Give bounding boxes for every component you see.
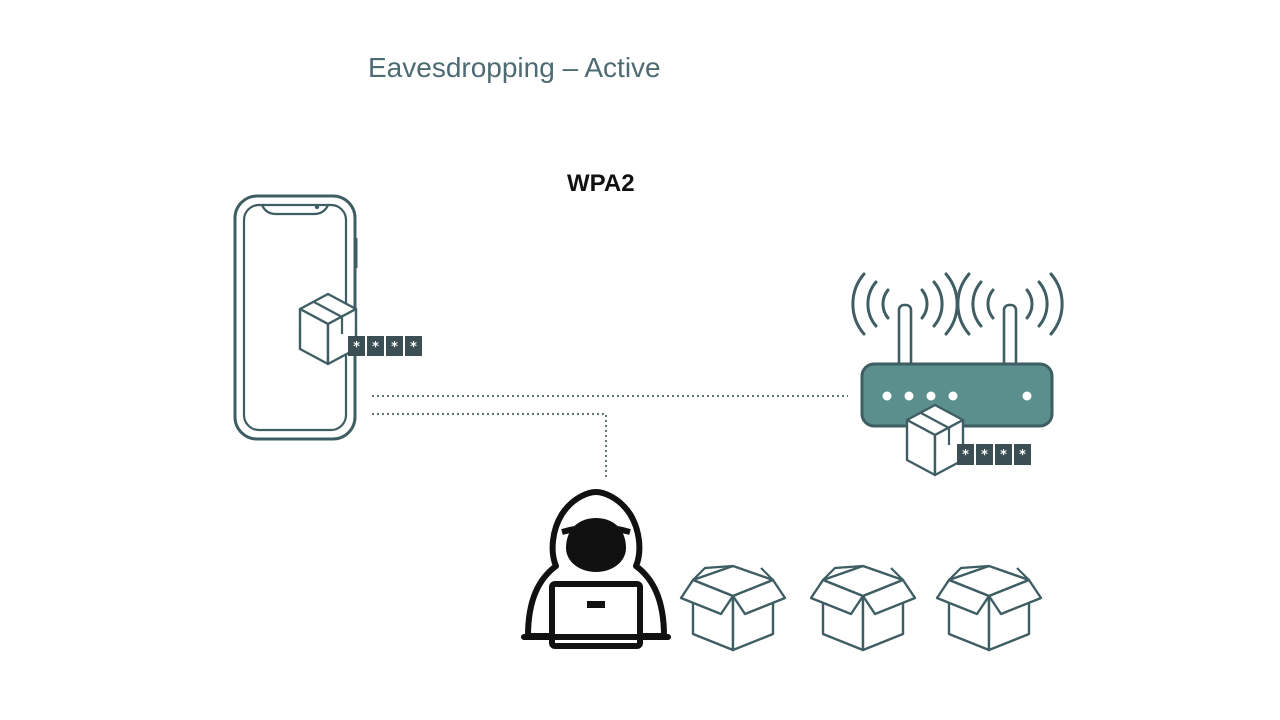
password-char: * <box>372 340 379 355</box>
open-box-icon <box>935 564 1043 652</box>
password-char: * <box>962 448 969 463</box>
package-box-icon <box>298 292 358 366</box>
wifi-router-icon <box>851 272 1064 428</box>
smartphone-icon <box>233 194 358 441</box>
password-char: * <box>410 340 417 355</box>
password-char: * <box>391 340 398 355</box>
hacker-laptop-icon <box>521 489 671 649</box>
phone-to-attacker-link <box>372 413 607 480</box>
password-char: * <box>1000 448 1007 463</box>
password-char: * <box>353 340 360 355</box>
router-password-mask: * * * * <box>957 444 1031 465</box>
open-box-icon <box>809 564 917 652</box>
package-box-icon <box>905 403 965 477</box>
slide-title: Eavesdropping – Active <box>368 52 661 83</box>
connection-lines <box>372 395 848 480</box>
open-box-icon <box>679 564 787 652</box>
captured-packets <box>679 564 1043 652</box>
protocol-label: WPA2 <box>567 170 635 197</box>
phone-packet: * * * * <box>298 292 422 366</box>
router-packet: * * * * <box>905 403 1031 477</box>
password-char: * <box>981 448 988 463</box>
phone-password-mask: * * * * <box>348 336 422 356</box>
password-char: * <box>1019 448 1026 463</box>
